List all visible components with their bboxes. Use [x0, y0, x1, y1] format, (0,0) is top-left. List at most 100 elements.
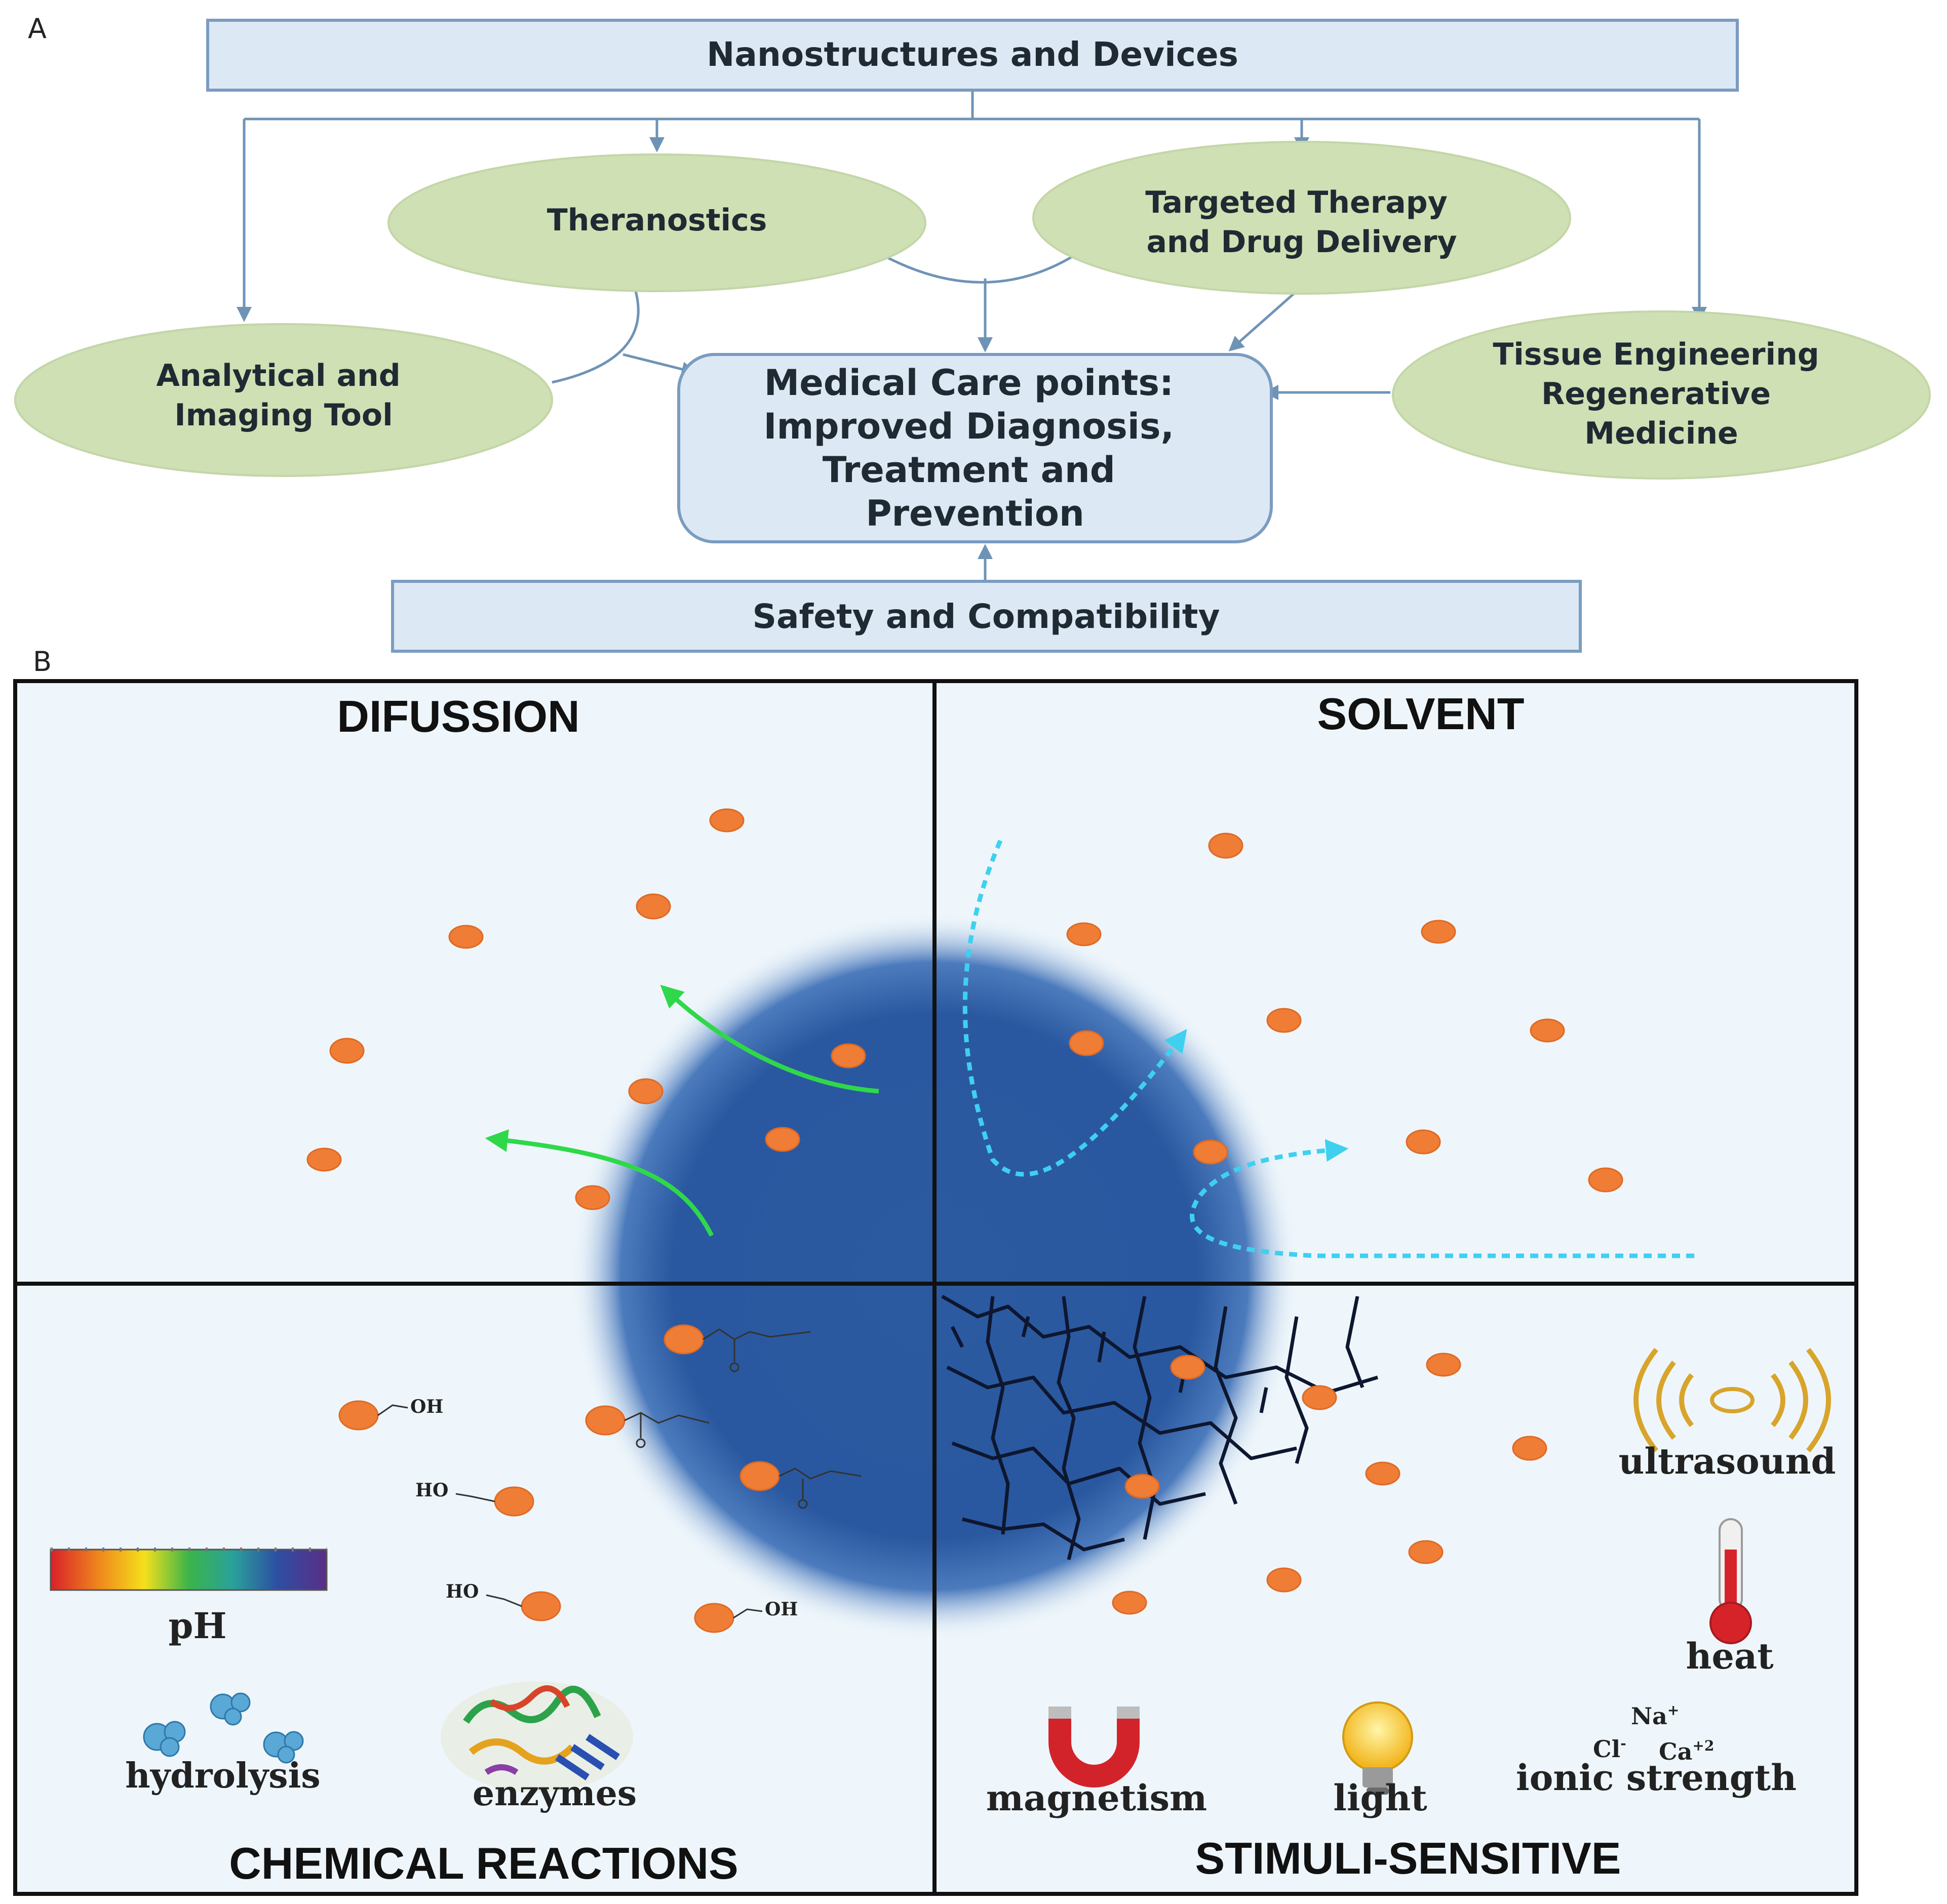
- particle: [694, 1603, 734, 1633]
- diffusion-arrow-2: [485, 1129, 714, 1237]
- particle: [521, 1591, 561, 1621]
- particle: [636, 893, 671, 920]
- particle: [1302, 1385, 1337, 1410]
- particle: [765, 1127, 800, 1152]
- particle: [306, 1147, 342, 1172]
- analytical-label-1: Analytical and: [156, 358, 400, 393]
- diffusion-arrow-1: [660, 984, 879, 1094]
- particle: [1512, 1436, 1547, 1461]
- particle: [1406, 1129, 1441, 1155]
- heat-label: heat: [1686, 1635, 1773, 1677]
- particle: [1421, 920, 1456, 944]
- na-label: Na+: [1631, 1702, 1679, 1730]
- particle: [338, 1400, 379, 1431]
- particle: [575, 1185, 610, 1210]
- svg-text:Theranostics: Theranostics: [547, 203, 767, 238]
- particle: [1365, 1461, 1400, 1486]
- particle: [494, 1486, 534, 1517]
- analytical-label-2: Imaging Tool: [174, 398, 393, 433]
- particle: [1208, 832, 1243, 859]
- particle: [739, 1461, 780, 1491]
- particle: [1588, 1167, 1623, 1193]
- solvent-arrows: [962, 840, 1694, 1258]
- medical-care-box: Medical Care points: Improved Diagnosis,…: [677, 353, 1273, 543]
- diffusion-arrows: [485, 984, 879, 1237]
- ho-label-2: HO: [446, 1581, 479, 1602]
- svg-text:Tissue Engineering Reg: Tissue Engineering Regenerative Medicine: [1493, 337, 1829, 451]
- hydrolysis-icon: [143, 1692, 304, 1764]
- light-bulb-icon: [1342, 1701, 1413, 1795]
- top-box-label: Nanostructures and Devices: [707, 35, 1238, 74]
- ellipse-analytical: Analytical and Imaging Tool: [14, 323, 553, 477]
- medical-care-line-2: Improved Diagnosis,: [764, 406, 1175, 447]
- ionic-strength-label: ionic strength: [1516, 1757, 1797, 1799]
- particle: [1112, 1591, 1147, 1615]
- targeted-label-1: Targeted Therapy: [1145, 185, 1448, 220]
- particle: [1170, 1355, 1205, 1380]
- particle: [1069, 1030, 1104, 1056]
- top-box: [206, 19, 1739, 92]
- ultrasound-label: ultrasound: [1619, 1440, 1836, 1482]
- quadrant-title-difussion: DIFUSSION: [337, 691, 579, 741]
- medical-care-line-1: Medical Care points:: [764, 362, 1174, 404]
- ph-scale-icon: [50, 1548, 328, 1591]
- bottom-box-label: Safety and Compatibility: [752, 597, 1220, 636]
- particle: [831, 1043, 866, 1068]
- quadrant-grid: [13, 679, 1858, 1896]
- enzymes-icon: [441, 1681, 633, 1793]
- tissue-label-3: Medicine: [1584, 416, 1738, 451]
- oh-label-2: OH: [765, 1599, 798, 1620]
- panel-a: A Nanostructures and Devices Theranostic…: [14, 13, 1931, 653]
- svg-text:Analytical and Imaging: Analytical and Imaging Tool: [156, 358, 411, 433]
- theranostics-label: Theranostics: [547, 203, 767, 238]
- panel-a-letter: A: [28, 13, 47, 45]
- particle: [709, 808, 745, 832]
- drug-particles: [306, 808, 1623, 1633]
- particle: [585, 1405, 626, 1436]
- targeted-label-2: and Drug Delivery: [1146, 224, 1457, 260]
- particle: [628, 1078, 664, 1104]
- ph-label: pH: [168, 1605, 226, 1647]
- particle: [1266, 1008, 1302, 1033]
- ellipse-targeted-therapy: Targeted Therapy and Drug Delivery: [1032, 141, 1571, 295]
- panel-a-connectors: [237, 91, 1707, 580]
- particle: [664, 1324, 704, 1355]
- bottom-box: [391, 580, 1582, 653]
- light-label: light: [1333, 1777, 1427, 1819]
- ho-label-1: HO: [415, 1480, 448, 1501]
- particle: [1426, 1353, 1461, 1377]
- medical-care-line-4: Prevention: [866, 493, 1084, 534]
- thermometer-icon: [1709, 1518, 1752, 1644]
- particle: [1193, 1139, 1228, 1165]
- enzymes-label: enzymes: [473, 1773, 637, 1814]
- quadrant-title-stimuli-sensitive: STIMULI-SENSITIVE: [1195, 1833, 1621, 1883]
- panel-b: B DIFUSSION SOLVENT CHEMI: [13, 646, 1858, 1896]
- chemical-bonds: [377, 1328, 862, 1619]
- particle: [1530, 1018, 1565, 1043]
- ultrasound-icon: [1633, 1347, 1831, 1453]
- ellipse-tissue-engineering: Tissue Engineering Regenerative Medicine: [1392, 310, 1931, 480]
- magnet-icon: [1048, 1707, 1140, 1788]
- tissue-label-2: Regenerative: [1541, 376, 1771, 412]
- oh-label-1: OH: [410, 1396, 443, 1417]
- ellipse-theranostics: Theranostics: [387, 153, 926, 292]
- hydrolysis-label: hydrolysis: [125, 1756, 320, 1796]
- magnetism-label: magnetism: [986, 1777, 1207, 1819]
- crack-texture: [941, 1294, 1379, 1560]
- particle: [1408, 1540, 1444, 1564]
- particle: [448, 925, 484, 949]
- particle: [1066, 922, 1102, 946]
- svg-text:Targeted Therapy and D: Targeted Therapy and Drug Delivery: [1145, 185, 1458, 260]
- solvent-arrow-1: [962, 840, 1187, 1177]
- particle: [1124, 1474, 1160, 1499]
- tissue-label-1: Tissue Engineering: [1493, 337, 1819, 372]
- medical-care-line-3: Treatment and: [823, 449, 1115, 491]
- panel-b-letter: B: [33, 646, 52, 678]
- particle: [1266, 1567, 1302, 1593]
- ca-label: Ca+2: [1659, 1737, 1714, 1765]
- particle: [329, 1038, 365, 1064]
- solvent-arrow-2: [1190, 1139, 1694, 1258]
- quadrant-title-solvent: SOLVENT: [1317, 689, 1524, 739]
- cl-label: Cl-: [1593, 1735, 1626, 1763]
